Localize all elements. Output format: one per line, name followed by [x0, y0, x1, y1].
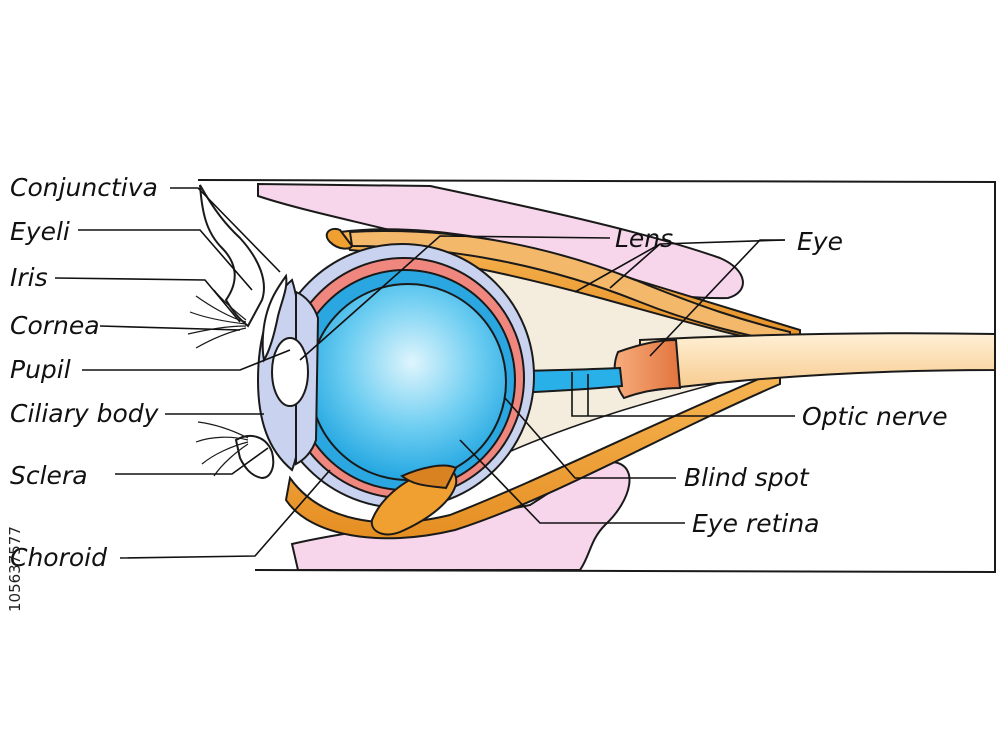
label-sclera: Sclera: [10, 461, 88, 490]
left-leader-lines: [54, 187, 331, 559]
label-iris: Iris: [10, 263, 48, 292]
lens-shape: [271, 337, 309, 407]
label-optic-nerve: Optic nerve: [802, 402, 948, 431]
upper-eyelashes: [187, 289, 247, 349]
label-choroid: Choroid: [10, 543, 107, 572]
label-blind-spot: Blind spot: [684, 463, 810, 492]
right-leader-lines: [299, 235, 795, 524]
section-frame: [197, 179, 996, 574]
lower-eyelashes: [195, 421, 249, 477]
vitreous-body: [309, 283, 507, 481]
label-eye: Eye: [797, 227, 843, 256]
oblique-tendon: [400, 464, 458, 490]
label-eye-retina: Eye retina: [692, 509, 820, 538]
label-cornea: Cornea: [10, 311, 100, 340]
muscle-tendon-tip: [325, 228, 354, 250]
label-eyelid: Eyeli: [10, 217, 70, 246]
eyelid-tissue: [199, 184, 265, 328]
side-identifier: 105637577: [6, 526, 24, 612]
label-conjunctiva: Conjunctiva: [10, 173, 158, 202]
label-pupil: Pupil: [10, 355, 71, 384]
label-lens: Lens: [615, 224, 673, 253]
optic-nerve-body: [639, 332, 996, 394]
label-ciliary-body: Ciliary body: [10, 399, 160, 428]
